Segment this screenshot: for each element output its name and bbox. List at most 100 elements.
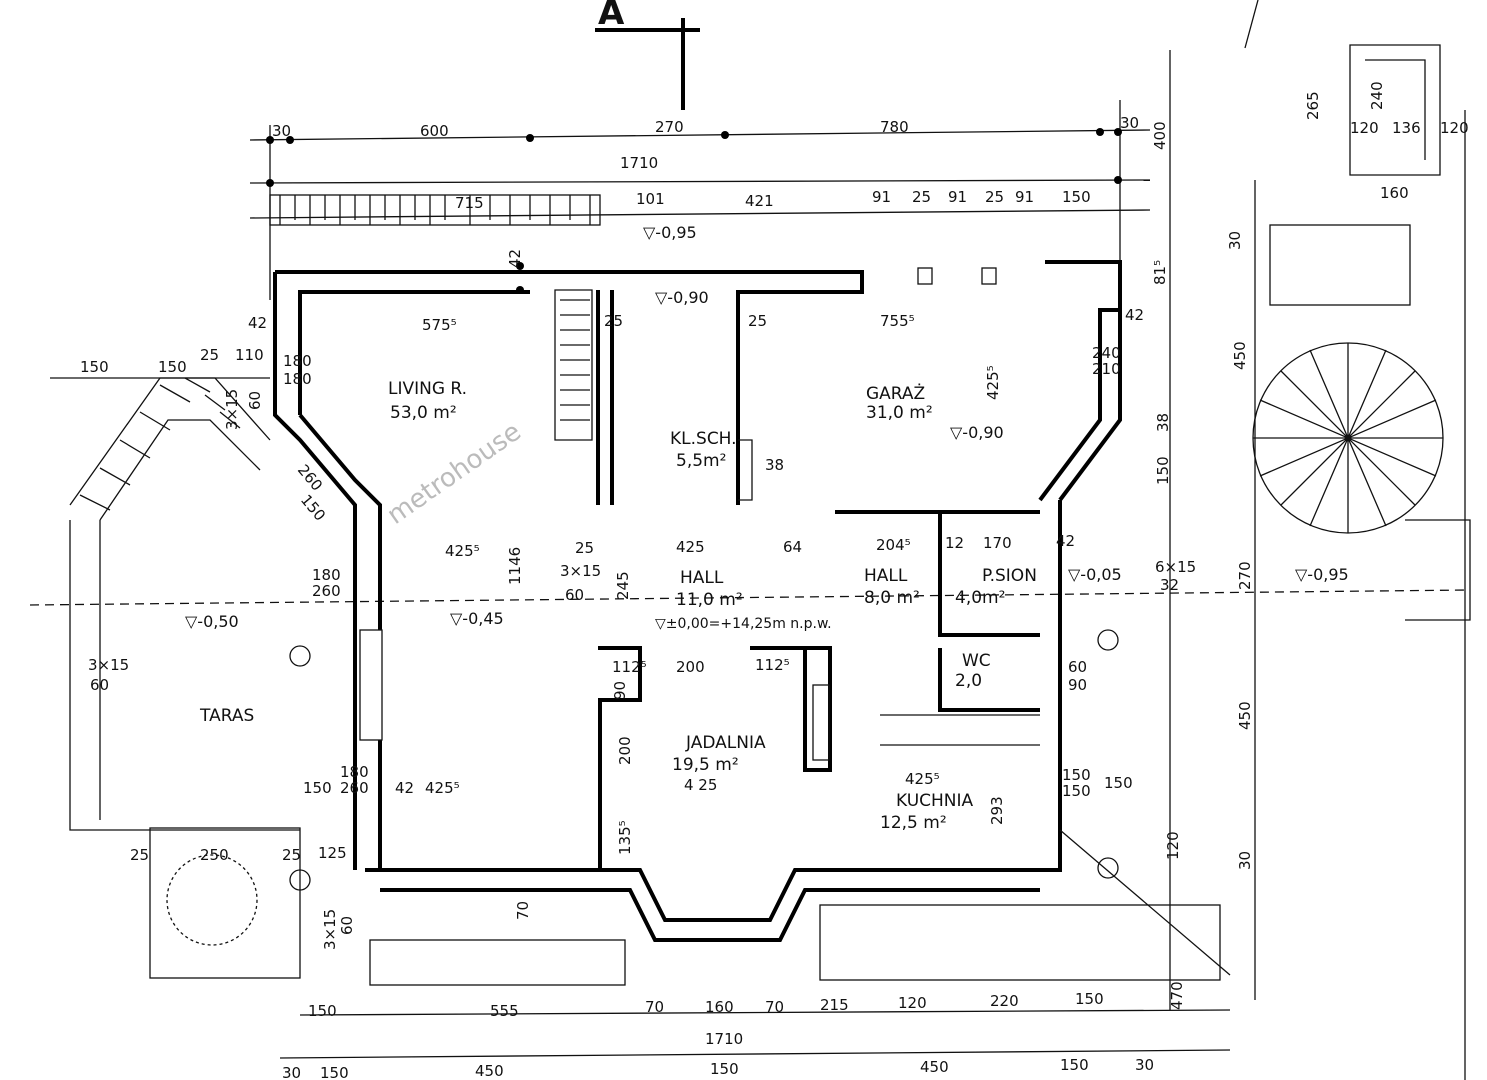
dimension-label: 3×15 <box>321 909 339 950</box>
dimension-label: 180 <box>312 566 341 584</box>
dimension-label: 270 <box>655 118 684 136</box>
shrub-icon <box>166 854 258 946</box>
dimension-label: 150 <box>158 358 187 376</box>
dimension-label: 125 <box>318 844 347 862</box>
dimension-label: 715 <box>455 194 484 212</box>
dimension-label: 42 <box>506 249 524 268</box>
dimension-label: 780 <box>880 118 909 136</box>
dimension-label: 30 <box>1236 851 1254 870</box>
dimension-label: 60 <box>1068 658 1087 676</box>
room-garage-area: 31,0 m² <box>866 403 933 423</box>
dimension-label: 425⁵ <box>984 365 1002 400</box>
dimension-label: 42 <box>1056 532 1075 550</box>
dimension-label: 91 <box>872 188 891 206</box>
dimension-label: 150 <box>1154 456 1172 485</box>
dimension-label: 200 <box>676 658 705 676</box>
dimension-label: 30 <box>272 122 291 140</box>
dimension-label: 260 <box>340 779 369 797</box>
dimension-label: 425⁵ <box>425 779 460 797</box>
dimension-label: 25 <box>575 539 594 557</box>
level-mark: ▽-0,90 <box>950 423 1004 442</box>
room-hall2-name: HALL <box>864 566 908 586</box>
dimension-label: 42 <box>395 779 414 797</box>
room-labels: LIVING R. 53,0 m² GARAŻ 31,0 m² KL.SCH. … <box>199 379 1037 833</box>
dimension-label: 150 <box>303 779 332 797</box>
bottom-terrace <box>369 829 1231 986</box>
dims-top: 30 600 270 780 30 1710 715 101 421 91 25… <box>272 81 1469 212</box>
dimension-label: 90 <box>1068 676 1087 694</box>
left-terrace <box>69 377 1119 979</box>
section-marker: A <box>598 0 625 33</box>
dimension-label: 150 <box>308 1002 337 1020</box>
dimension-label: 150 <box>1062 782 1091 800</box>
dimension-label: 421 <box>745 192 774 210</box>
level-mark: ▽-0,90 <box>655 288 709 307</box>
dimension-label: 3×15 <box>560 562 601 580</box>
tree-icon <box>1252 342 1444 534</box>
dimension-label: 70 <box>645 998 664 1016</box>
top-terrace <box>269 194 601 226</box>
room-hall1-name: HALL <box>680 568 724 588</box>
dimension-label: 91 <box>948 188 967 206</box>
dimension-label: 3×15 <box>223 389 241 430</box>
dimension-label: 25 <box>130 846 149 864</box>
dimension-label: 265 <box>1304 91 1322 120</box>
dimension-label: 1710 <box>620 154 658 172</box>
dimension-label: 60 <box>246 391 264 410</box>
site-line <box>1244 0 1259 49</box>
room-pantry-name: P.SION <box>982 566 1037 586</box>
dimension-label: 90 <box>611 681 629 700</box>
dimension-label: 293 <box>988 796 1006 825</box>
dimension-label: 575⁵ <box>422 316 457 334</box>
dimension-label: 270 <box>1236 561 1254 590</box>
dimension-label: 150 <box>297 491 329 525</box>
dimension-label: 30 <box>1226 231 1244 250</box>
room-pantry-area: 4,0m² <box>955 588 1005 608</box>
dimension-label: 112⁵ <box>612 658 647 676</box>
dimension-label: 150 <box>1104 774 1133 792</box>
room-living-name: LIVING R. <box>388 379 467 399</box>
dimension-label: 160 <box>705 998 734 1016</box>
dimension-label: 32 <box>1160 576 1179 594</box>
dimension-label: 112⁵ <box>755 656 790 674</box>
dimension-label: 180 <box>283 352 312 370</box>
dimension-label: 60 <box>90 676 109 694</box>
room-hall2-area: 8,0 m² <box>864 588 920 608</box>
room-living-area: 53,0 m² <box>390 403 457 423</box>
dimension-label: 150 <box>1062 766 1091 784</box>
dimension-label: 150 <box>710 1060 739 1078</box>
level-mark: ▽-0,95 <box>643 223 697 242</box>
dimension-label: 30 <box>1135 1056 1154 1074</box>
dimension-label: 425 <box>676 538 705 556</box>
level-mark: ▽-0,45 <box>450 609 504 628</box>
dimension-label: 42 <box>1125 306 1144 324</box>
level-marks: ▽-0,95 ▽-0,90 ▽-0,90 ▽-0,50 ▽-0,45 ▽-0,0… <box>185 223 1349 632</box>
dimension-label: 25 <box>604 312 623 330</box>
dimension-label: 450 <box>475 1062 504 1080</box>
dimension-label: 450 <box>1236 701 1254 730</box>
dimension-label: 60 <box>565 586 584 604</box>
dimension-label: 120 <box>1440 119 1469 137</box>
room-dining-area: 19,5 m² <box>672 755 739 775</box>
dimension-label: 30 <box>282 1064 301 1080</box>
level-mark: ▽-0,50 <box>185 612 239 631</box>
dimension-label: 42 <box>248 314 267 332</box>
dimension-label: 160 <box>1380 184 1409 202</box>
dimension-label: 260 <box>312 582 341 600</box>
dimension-label: 204⁵ <box>876 536 911 554</box>
room-terrace-name: TARAS <box>199 706 254 726</box>
dimension-label: 400 <box>1151 121 1169 150</box>
dimension-label: 81⁵ <box>1151 260 1169 285</box>
dimension-label: 91 <box>1015 188 1034 206</box>
dims-bottom: 150 555 70 160 70 215 120 220 150 470 17… <box>282 981 1186 1080</box>
dimension-label: 180 <box>283 370 312 388</box>
level-mark: ▽-0,05 <box>1068 565 1122 584</box>
dimension-label: 70 <box>514 901 532 920</box>
dimension-label: 240 <box>1092 344 1121 362</box>
room-storage-area: 5,5m² <box>676 451 726 471</box>
dimension-label: 25 <box>200 346 219 364</box>
dimension-label: 25 <box>748 312 767 330</box>
planter <box>149 827 301 979</box>
dims-left: 150 150 25 110 180 260 150 3×15 60 25 25… <box>80 346 532 950</box>
